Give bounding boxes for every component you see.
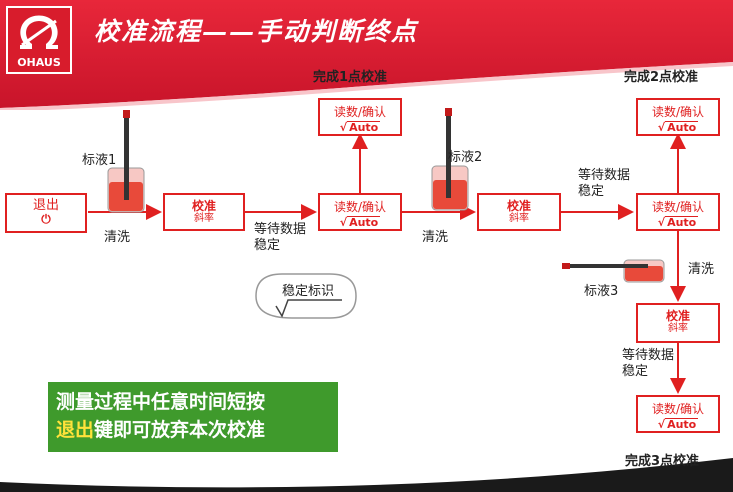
notice-line-1: 测量过程中任意时间短按 xyxy=(56,391,266,413)
calibrate-label: 校准 xyxy=(506,199,531,213)
rinse-1-label: 清洗 xyxy=(104,230,131,245)
auto-label: √Auto xyxy=(657,216,699,229)
exit-key-box: 退出 ⏻ xyxy=(5,193,87,233)
abort-notice: 测量过程中任意时间短按 退出键即可放弃本次校准 xyxy=(48,382,338,452)
auto-label: √Auto xyxy=(657,121,699,134)
footer-swoosh xyxy=(0,458,733,492)
read-confirm-label: 读数/确认 xyxy=(651,105,705,119)
auto-label: √Auto xyxy=(339,216,381,229)
read-confirm-box-2: 读数/确认 √Auto xyxy=(636,193,720,231)
read-confirm-label: 读数/确认 xyxy=(651,200,705,214)
stable-indicator-icon xyxy=(255,273,357,319)
calibrate-box-1: 校准 斜率 xyxy=(163,193,245,231)
page-title: 校准流程——手动判断终点 xyxy=(94,17,419,46)
complete-1-label: 完成1点校准 xyxy=(313,70,388,85)
read-confirm-label: 读数/确认 xyxy=(651,402,705,416)
beaker-icon xyxy=(107,110,145,213)
read-confirm-box-done1: 读数/确认 √Auto xyxy=(318,98,402,136)
complete-2-label: 完成2点校准 xyxy=(624,70,699,85)
logo-text: OHAUS xyxy=(17,56,61,69)
calibrate-box-2: 校准 斜率 xyxy=(477,193,561,231)
wait-stable-1-label: 等待数据稳定 xyxy=(254,222,307,253)
read-confirm-box-done2: 读数/确认 √Auto xyxy=(636,98,720,136)
wait-stable-3-label: 等待数据稳定 xyxy=(622,348,675,379)
notice-line-2-rest: 键即可放弃本次校准 xyxy=(94,419,266,441)
exit-key-highlight: 退出 xyxy=(56,419,95,441)
auto-label: √Auto xyxy=(339,121,381,134)
read-confirm-label: 读数/确认 xyxy=(333,105,387,119)
omega-icon xyxy=(20,15,58,49)
calibrate-box-3: 校准 斜率 xyxy=(636,303,720,343)
rinse-3-label: 清洗 xyxy=(688,262,715,277)
wait-stable-2-label: 等待数据稳定 xyxy=(578,168,631,199)
buffer-1-label: 标液1 xyxy=(82,153,117,168)
calibrate-label: 校准 xyxy=(191,199,216,213)
slope-label: 斜率 xyxy=(194,213,214,224)
buffer-2-label: 标液2 xyxy=(448,150,483,165)
notice-line-2: 退出键即可放弃本次校准 xyxy=(56,416,330,444)
auto-label: √Auto xyxy=(657,418,699,431)
calibrate-label: 校准 xyxy=(665,309,690,323)
stable-mark-label: 稳定标识 xyxy=(282,284,335,299)
buffer-3-label: 标液3 xyxy=(584,284,619,299)
beaker-icon xyxy=(431,108,469,211)
stable-indicator-bubble: 稳定标识 xyxy=(252,272,362,322)
read-confirm-label: 读数/确认 xyxy=(333,200,387,214)
ohaus-logo: OHAUS xyxy=(6,6,72,74)
beaker-icon xyxy=(562,259,665,283)
power-icon: ⏻ xyxy=(41,212,51,226)
read-confirm-box-1: 读数/确认 √Auto xyxy=(318,193,402,231)
exit-label: 退出 xyxy=(32,198,59,213)
rinse-2-label: 清洗 xyxy=(422,230,449,245)
slope-label: 斜率 xyxy=(668,323,688,334)
read-confirm-box-done3: 读数/确认 √Auto xyxy=(636,395,720,433)
complete-3-label: 完成3点校准 xyxy=(625,454,700,469)
header-banner xyxy=(0,0,733,110)
slope-label: 斜率 xyxy=(509,213,529,224)
